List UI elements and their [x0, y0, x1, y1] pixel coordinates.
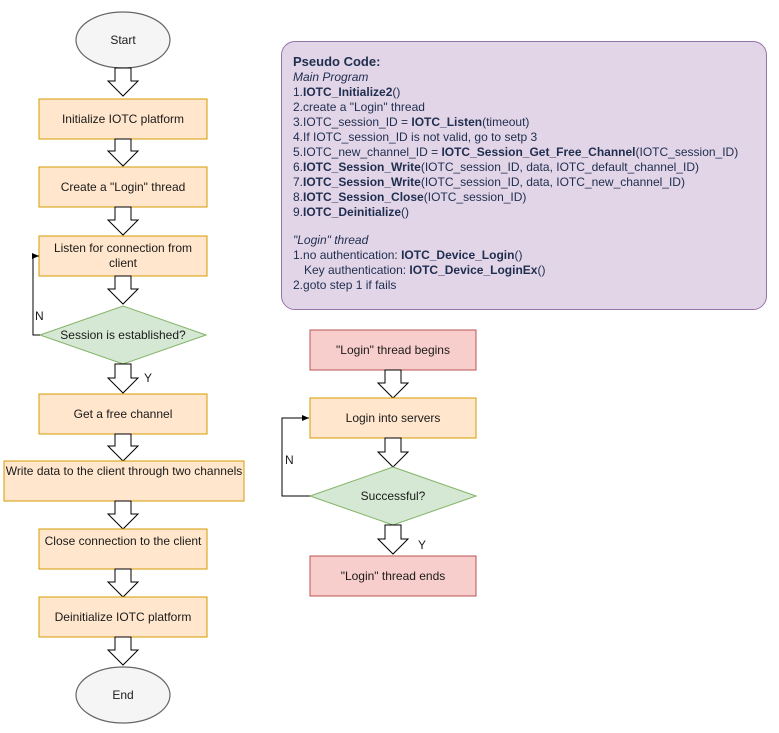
line-number: 9. [293, 205, 304, 219]
main-program-line: 6.IOTC_Session_Write(IOTC_session_ID, da… [293, 160, 756, 175]
successful-label: Successful? [361, 489, 426, 503]
code-text: goto step 1 if fails [303, 278, 397, 292]
code-text: (IOTC_session_ID) [635, 145, 739, 159]
block-arrow [376, 369, 410, 399]
line-number: 5. [293, 145, 304, 159]
line-number: 4. [293, 130, 304, 144]
login-thread-ends [309, 555, 477, 597]
line-number: 1. [293, 248, 304, 262]
no-loop-connector [32, 253, 40, 336]
line-number: 1. [293, 85, 304, 99]
line-number: 3. [293, 115, 304, 129]
start-label: Start [110, 33, 136, 47]
block-arrow [376, 524, 410, 555]
yes-label: Y [418, 538, 426, 552]
code-text: () [514, 248, 523, 262]
block-arrow [376, 437, 410, 468]
login-thread-title: "Login" thread [293, 233, 369, 247]
block-arrow [106, 67, 140, 97]
function-name: IOTC_Deinitialize [303, 205, 402, 219]
init-iotc-process [38, 98, 208, 140]
main-program-line: 3.IOTC_session_ID = IOTC_Listen(timeout) [293, 115, 756, 130]
code-text: IOTC_session_ID = [303, 115, 412, 129]
block-arrow [106, 500, 140, 530]
session-established-label: Session is established? [60, 328, 186, 342]
code-text: () [537, 263, 546, 277]
main-program-line: 2.create a "Login" thread [293, 100, 756, 115]
line-number: 6. [293, 160, 304, 174]
main-program-line: 9.IOTC_Deinitialize() [293, 205, 756, 220]
function-name: IOTC_Session_Get_Free_Channel [441, 145, 636, 159]
line-number: 2. [293, 278, 304, 292]
create-login-thread-process [38, 166, 208, 208]
listen-connection-process [38, 235, 208, 277]
function-name: IOTC_Session_Write [303, 160, 421, 174]
function-name: IOTC_Listen [411, 115, 483, 129]
no-label: N [285, 453, 294, 467]
pseudo-code-title: Pseudo Code: [293, 54, 381, 69]
login-thread-lines: 1.no authentication: IOTC_Device_Login()… [293, 248, 756, 293]
yes-label: Y [144, 371, 152, 385]
write-data-label: Write data to the client through two cha… [6, 464, 243, 478]
login-servers-label: Login into servers [346, 411, 441, 425]
block-arrow [106, 568, 140, 598]
block-arrow [106, 275, 140, 305]
line-number: 2. [293, 100, 304, 114]
line-number: 8. [293, 190, 304, 204]
main-program-line: 7.IOTC_Session_Write(IOTC_session_ID, da… [293, 175, 756, 190]
code-text: (timeout) [482, 115, 530, 129]
function-name: IOTC_Session_Write [303, 175, 421, 189]
login-thread-ends-label: "Login" thread ends [341, 569, 446, 583]
main-program-line: 1.IOTC_Initialize2() [293, 85, 756, 100]
block-arrow [106, 433, 140, 462]
main-program-line: 8.IOTC_Session_Close(IOTC_session_ID) [293, 190, 756, 205]
login-thread-line: 2.goto step 1 if fails [293, 278, 756, 293]
code-text: create a "Login" thread [303, 100, 425, 114]
no-loop-connector [281, 415, 310, 497]
code-text: no authentication: [303, 248, 402, 262]
code-text: If IOTC_session_ID is not valid, go to s… [303, 130, 538, 144]
block-arrow [106, 636, 140, 666]
function-name: IOTC_Device_LoginEx [409, 263, 538, 277]
write-data-process [3, 460, 245, 502]
no-label: N [35, 309, 44, 323]
listen-connection-label-2: client [109, 256, 138, 270]
end-terminal [75, 666, 171, 724]
line-number: 7. [293, 175, 304, 189]
login-thread-line: 1.no authentication: IOTC_Device_Login() [293, 248, 756, 263]
code-text: (IOTC_session_ID, data, IOTC_new_channel… [420, 175, 685, 189]
main-program-title: Main Program [293, 70, 369, 84]
block-arrow [106, 206, 140, 236]
deinit-iotc-process [38, 596, 208, 638]
end-label: End [112, 688, 133, 702]
function-name: IOTC_Initialize2 [303, 85, 393, 99]
close-connection-process [38, 528, 208, 570]
function-name: IOTC_Session_Close [303, 190, 424, 204]
code-text: () [401, 205, 410, 219]
block-arrow [106, 363, 140, 394]
pseudo-code-note: Pseudo Code: Main Program 1.IOTC_Initial… [281, 41, 767, 310]
code-text: Key authentication: [304, 263, 410, 277]
create-login-thread-label: Create a "Login" thread [61, 180, 186, 194]
close-connection-label: Close connection to the client [45, 534, 202, 548]
code-text: IOTC_new_channel_ID = [303, 145, 442, 159]
function-name: IOTC_Device_Login [401, 248, 515, 262]
login-thread-begins [309, 329, 477, 371]
code-text: () [392, 85, 401, 99]
main-program-line: 5.IOTC_new_channel_ID = IOTC_Session_Get… [293, 145, 756, 160]
login-thread-begins-label: "Login" thread begins [336, 343, 450, 357]
login-thread-line: Key authentication: IOTC_Device_LoginEx(… [293, 263, 756, 278]
free-channel-label: Get a free channel [74, 407, 173, 421]
main-program-line: 4.If IOTC_session_ID is not valid, go to… [293, 130, 756, 145]
code-text: (IOTC_session_ID) [423, 190, 527, 204]
login-servers-process [309, 397, 477, 439]
deinit-iotc-label: Deinitialize IOTC platform [55, 610, 192, 624]
init-iotc-label: Initialize IOTC platform [62, 112, 184, 126]
main-program-lines: 1.IOTC_Initialize2()2.create a "Login" t… [293, 85, 756, 220]
listen-connection-label-1: Listen for connection from [54, 241, 192, 255]
block-arrow [106, 138, 140, 167]
code-text: (IOTC_session_ID, data, IOTC_default_cha… [420, 160, 699, 174]
free-channel-process [38, 393, 208, 435]
